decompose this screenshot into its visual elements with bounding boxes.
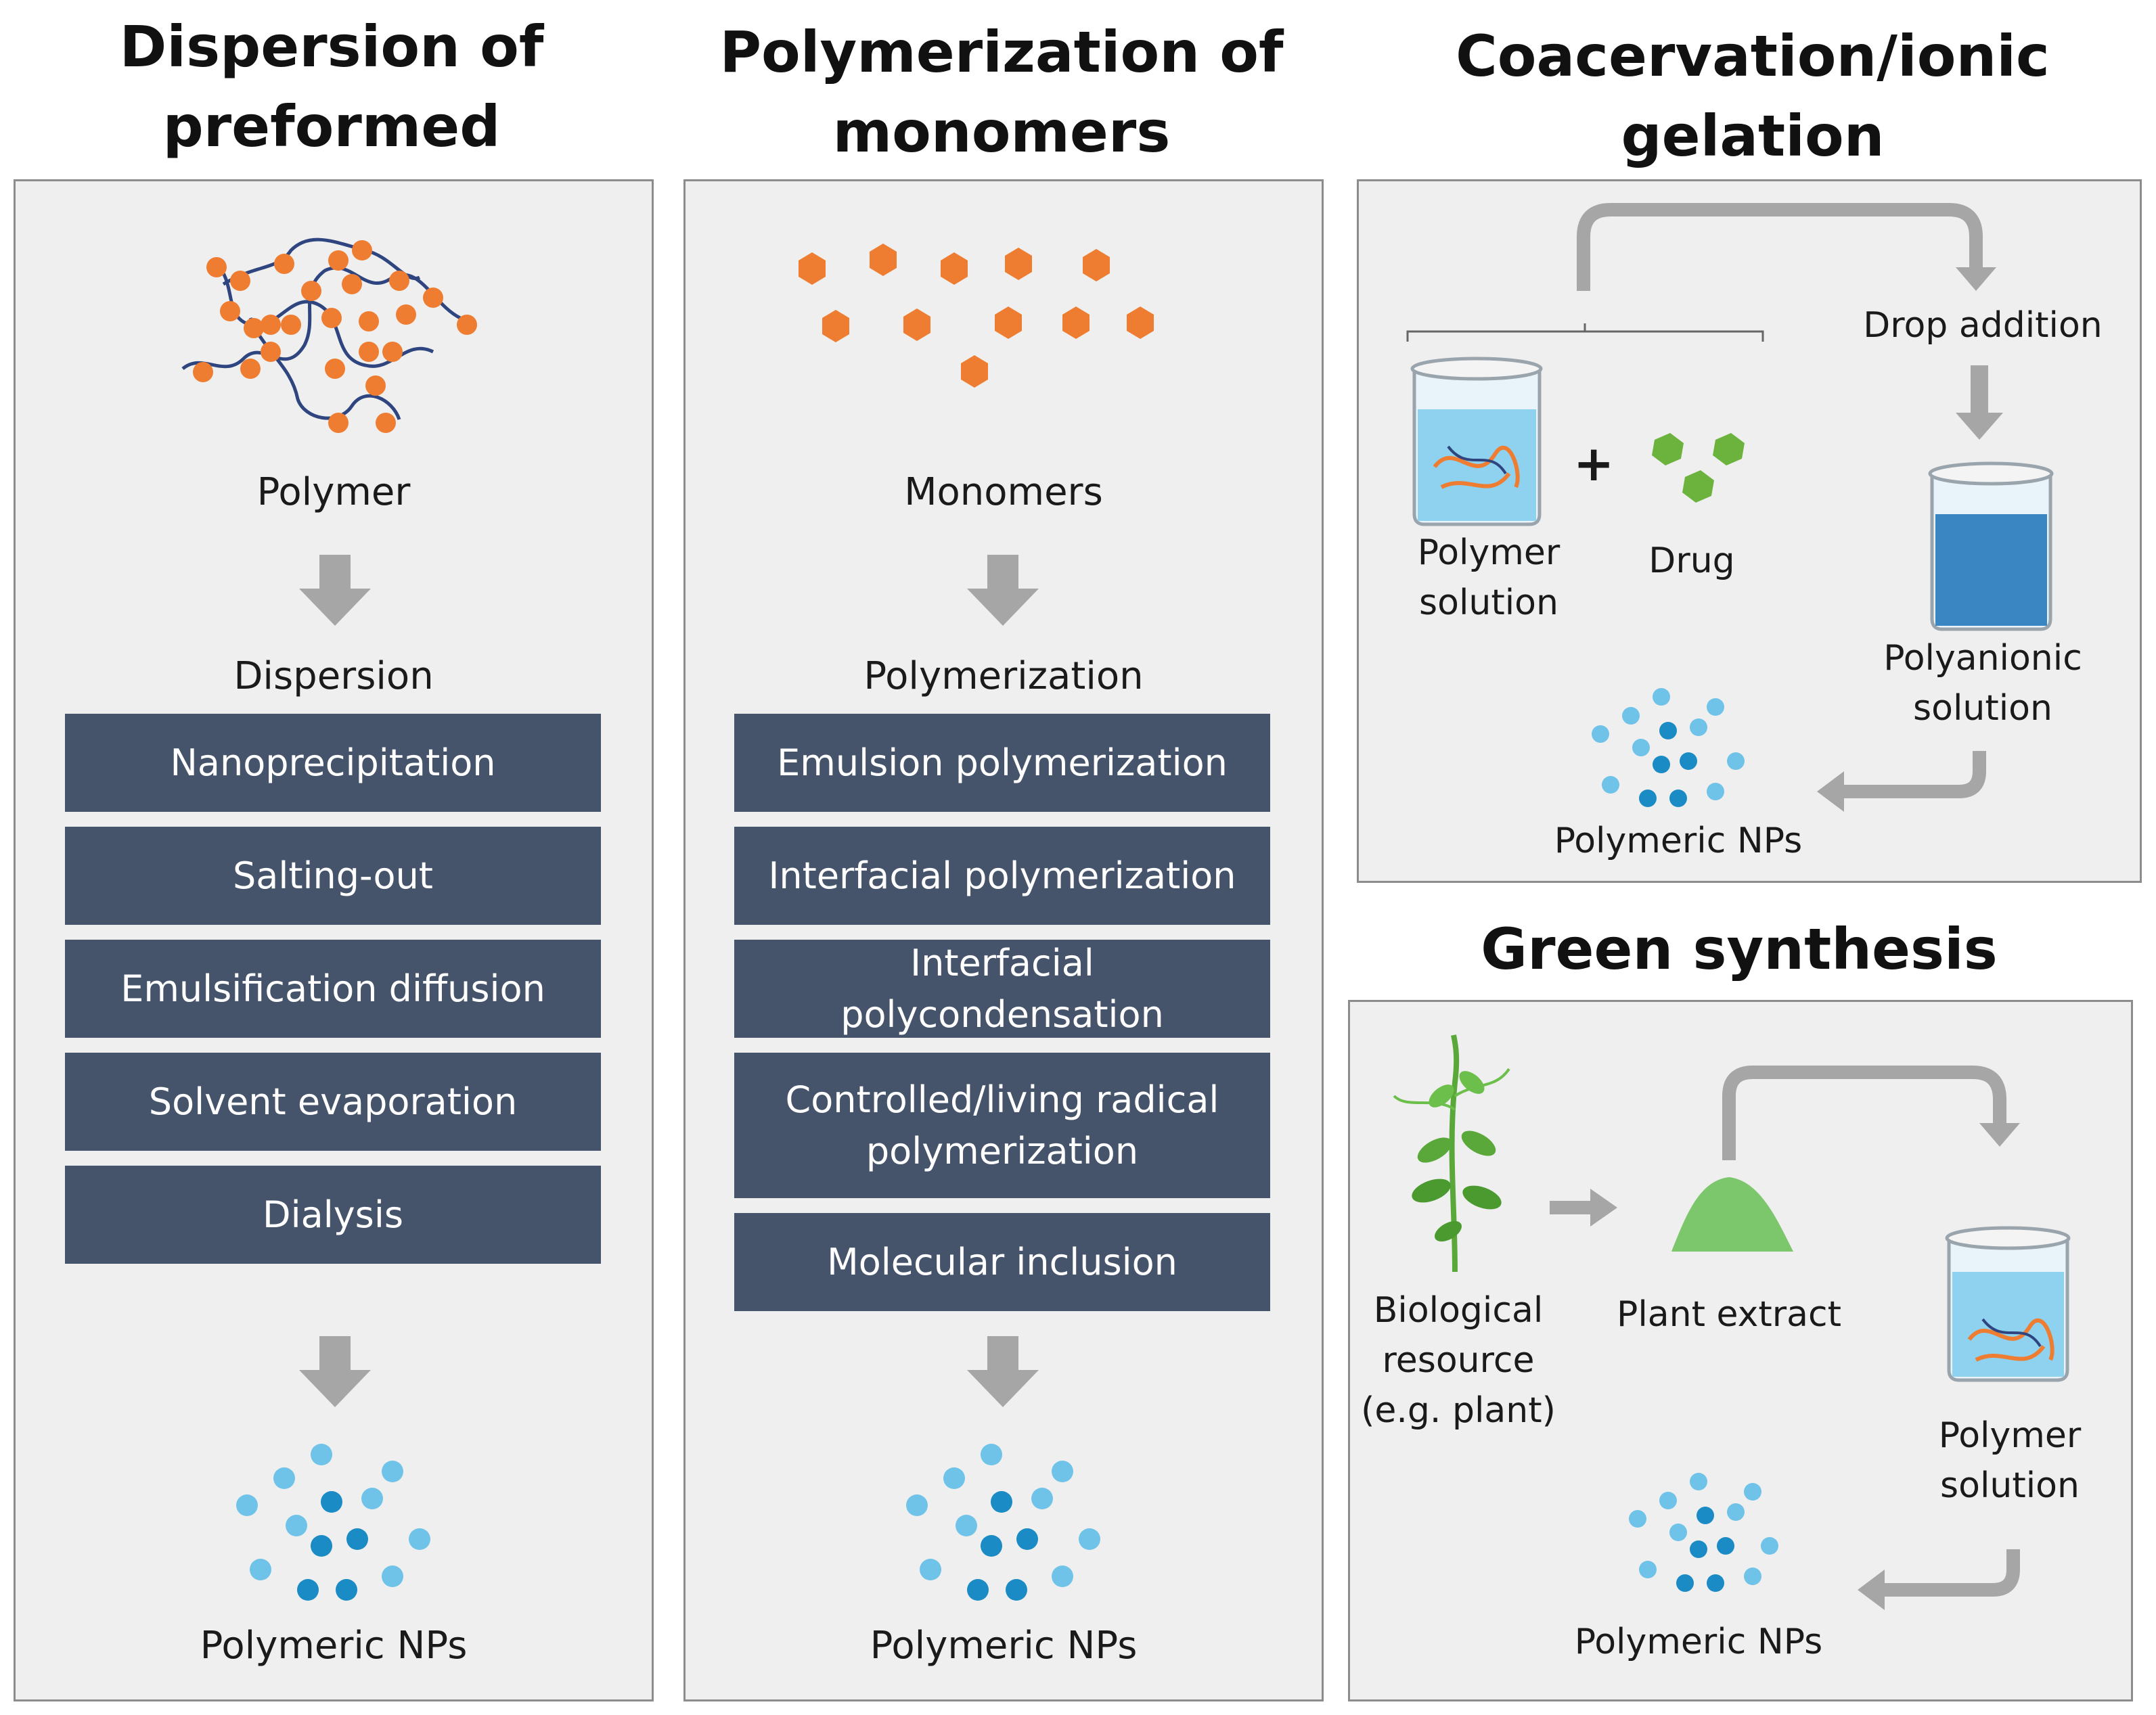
- method-box: Nanoprecipitation: [65, 714, 601, 812]
- curved-arrow-icon: [1881, 1549, 2020, 1597]
- title-polymerization-line2: monomers: [832, 99, 1171, 165]
- label-polymeric-nps: Polymeric NPs: [1574, 1622, 1823, 1662]
- down-arrow-icon: [1956, 365, 2003, 440]
- beaker-icon: [1410, 357, 1543, 526]
- method-box: Dialysis: [65, 1166, 601, 1264]
- label-polymerization: Polymerization: [863, 654, 1144, 698]
- label-polymeric-nps: Polymeric NPs: [200, 1624, 468, 1668]
- method-box: Solvent evaporation: [65, 1053, 601, 1151]
- curved-arrow-icon: [1722, 1066, 2006, 1160]
- method-box: Molecular inclusion: [734, 1213, 1270, 1311]
- plus-sign: +: [1573, 435, 1615, 492]
- title-green-synthesis: Green synthesis: [1481, 916, 1998, 982]
- beaker-icon: [1928, 461, 2054, 631]
- label-monomers: Monomers: [904, 470, 1103, 514]
- curved-arrow-icon: [1577, 203, 1983, 291]
- monomer-icon: [799, 244, 1154, 388]
- method-box: Salting-out: [65, 827, 601, 925]
- title-polymerization-line1: Polymerization of: [719, 19, 1284, 85]
- bracket: [1406, 323, 1764, 342]
- plant-icon: [1393, 1034, 1510, 1273]
- label-drop-addition: Drop addition: [1863, 305, 2103, 346]
- label-dispersion: Dispersion: [233, 654, 434, 698]
- title-dispersion-line1: Dispersion of: [119, 14, 544, 80]
- method-box: Interfacial polymerization: [734, 827, 1270, 925]
- method-box: Emulsion polymerization: [734, 714, 1270, 812]
- title-coacervation-line1: Coacervation/ionic: [1456, 23, 2050, 89]
- powder-icon: [1671, 1177, 1793, 1252]
- method-box: Controlled/living radical polymerization: [734, 1053, 1270, 1198]
- title-coacervation-line2: gelation: [1621, 103, 1885, 169]
- right-arrow-icon: [1550, 1189, 1617, 1227]
- drug-icon: [1652, 433, 1745, 503]
- label-polymeric-nps: Polymeric NPs: [1554, 821, 1803, 861]
- label-polymer: Polymer: [256, 470, 411, 514]
- label-biological-resource: Biological resource (e.g. plant): [1361, 1290, 1556, 1431]
- label-polymer-solution: Polymer solution: [1417, 532, 1560, 623]
- down-arrow-icon: [967, 1336, 1039, 1407]
- curved-arrow-icon: [1841, 751, 1986, 798]
- down-arrow-icon: [299, 1336, 371, 1407]
- nanoparticle-icon: [906, 1444, 1100, 1601]
- nanoparticle-icon: [1592, 688, 1745, 807]
- down-arrow-icon: [299, 555, 371, 626]
- label-plant-extract: Plant extract: [1616, 1294, 1841, 1335]
- down-arrow-icon: [967, 555, 1039, 626]
- nanoparticle-icon: [236, 1444, 430, 1601]
- beaker-icon: [1945, 1226, 2071, 1382]
- method-box: Interfacial polycondensation: [734, 940, 1270, 1038]
- label-polymeric-nps: Polymeric NPs: [870, 1624, 1138, 1668]
- title-polymerization: Polymerization of monomers: [683, 12, 1320, 172]
- polymer-monomer-beads: [193, 240, 477, 433]
- nanoparticle-icon: [1629, 1473, 1778, 1592]
- method-box: Emulsification diffusion: [65, 940, 601, 1038]
- label-drug: Drug: [1648, 541, 1735, 581]
- title-coacervation: Coacervation/ionic gelation: [1353, 16, 2152, 176]
- label-polymer-solution: Polymer solution: [1938, 1415, 2082, 1506]
- label-polyanionic-solution: Polyanionic solution: [1883, 638, 2082, 729]
